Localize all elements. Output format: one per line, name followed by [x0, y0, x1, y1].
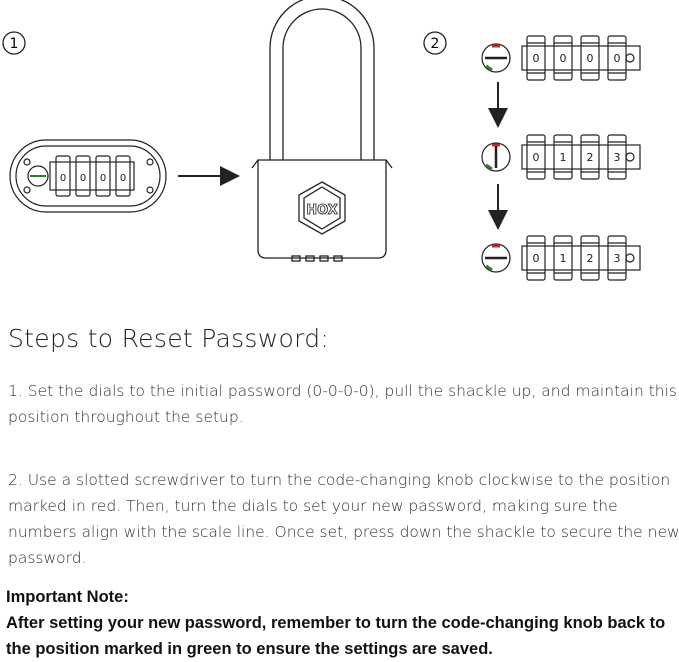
page-title: Steps to Reset Password:: [8, 324, 330, 353]
brand-logo-text: HOX: [306, 203, 338, 218]
dial-wheel: [75, 155, 91, 197]
dial-digit: 0: [587, 52, 594, 65]
padlock: [251, 0, 393, 262]
dial-digit: 3: [614, 151, 621, 164]
dial-digit: 0: [60, 173, 66, 184]
lock-bottom-view: 0 0 0 0: [9, 139, 167, 213]
sequence-row-3: 0 1 2 3: [481, 235, 641, 281]
reset-knob-icon: [481, 243, 511, 273]
dial-wheel: [580, 235, 600, 281]
dial-digit: 0: [614, 52, 621, 65]
sequence-row-1: 0 0 0 0: [481, 35, 641, 81]
dial-digit: 0: [533, 151, 540, 164]
dial-wheel: [580, 134, 600, 180]
dial-wheel: [526, 35, 546, 81]
step-marker-2: 2: [423, 31, 447, 55]
dial-wheel: [526, 235, 546, 281]
dial-digit: 0: [120, 173, 126, 184]
dial-wheel: [607, 235, 627, 281]
reset-knob-icon: [481, 43, 511, 73]
svg-text:2: 2: [431, 36, 440, 52]
sequence-row-2: 0 1 2 3: [481, 134, 641, 180]
note-body: After setting your new password, remembe…: [6, 614, 666, 658]
dial-digit: 0: [100, 173, 106, 184]
dial-wheel: [553, 235, 573, 281]
step-2-text: 2. Use a slotted screwdriver to turn the…: [8, 471, 679, 567]
reset-diagram: 1 2 0 0 0 0 HOX 0: [2, 0, 641, 281]
dial-wheel: [526, 134, 546, 180]
reset-knob-icon: [27, 165, 49, 187]
dial-wheel: [607, 134, 627, 180]
important-note: Important Note: After setting your new p…: [6, 584, 678, 662]
brand-logo-icon: [298, 181, 346, 235]
dial-wheel: [115, 155, 131, 197]
dial-wheel: [607, 35, 627, 81]
dial-digit: 0: [560, 52, 567, 65]
dial-digit: 1: [560, 252, 567, 265]
svg-text:1: 1: [10, 36, 19, 52]
dial-digit: 0: [80, 173, 86, 184]
reset-knob-icon: [481, 142, 511, 172]
step-1-text: 1. Set the dials to the initial password…: [8, 382, 677, 426]
dial-digit: 2: [587, 151, 594, 164]
dial-digit: 0: [533, 252, 540, 265]
dial-wheel: [55, 155, 71, 197]
dial-digit: 3: [614, 252, 621, 265]
dial-digit: 1: [560, 151, 567, 164]
dial-digit: 0: [533, 52, 540, 65]
step-marker-1: 1: [2, 31, 26, 55]
dial-wheel: [553, 134, 573, 180]
note-heading: Important Note:: [6, 588, 129, 606]
dial-wheel: [95, 155, 111, 197]
dial-wheel: [553, 35, 573, 81]
dial-wheel: [580, 35, 600, 81]
dial-digit: 2: [587, 252, 594, 265]
